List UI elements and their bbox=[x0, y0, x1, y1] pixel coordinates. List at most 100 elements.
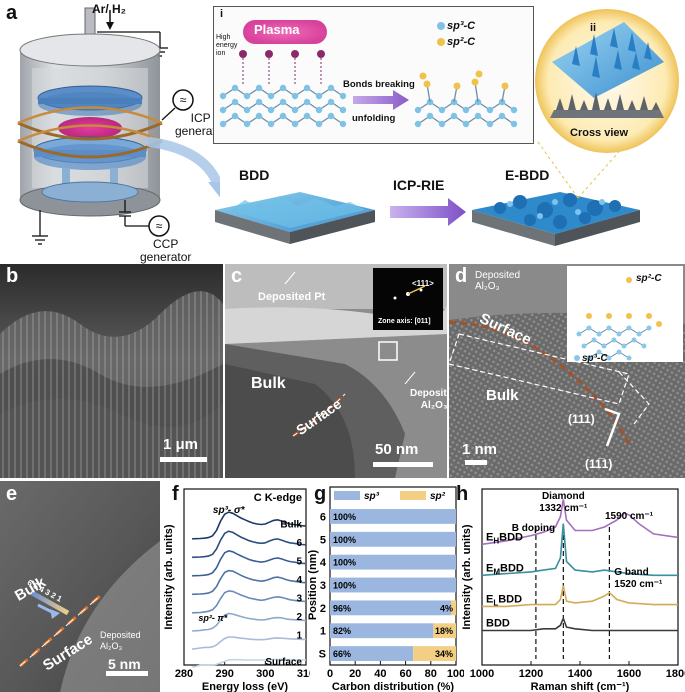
bonds-breaking-label: Bonds breaking bbox=[343, 79, 415, 90]
series-line bbox=[482, 585, 678, 608]
bar-sp3 bbox=[330, 646, 414, 661]
x-tick-label: 1000 bbox=[470, 668, 494, 680]
y-tick-label: S bbox=[319, 649, 326, 661]
bar-sp3 bbox=[330, 509, 456, 524]
series-line bbox=[191, 658, 306, 668]
svg-text:≈: ≈ bbox=[180, 93, 187, 107]
bar-label-sp2: 34% bbox=[435, 649, 453, 659]
icp-reactor-diagram: ≈ ≈ bbox=[17, 7, 220, 245]
series-line bbox=[191, 636, 306, 650]
bar-label-sp3: 66% bbox=[333, 649, 351, 659]
scale-bar-d: 1 nm bbox=[462, 441, 498, 458]
x-axis-title: Carbon distribution (%) bbox=[332, 681, 455, 692]
series-label: EHBDD bbox=[486, 531, 523, 545]
cross-view-label: Cross view bbox=[570, 127, 629, 139]
bar-label-sp3: 100% bbox=[333, 581, 356, 591]
x-axis-title: Raman shift (cm⁻¹) bbox=[531, 681, 630, 692]
annotation: Diamond bbox=[542, 491, 585, 502]
x-tick-label: 100 bbox=[447, 668, 464, 680]
panel-label-a: a bbox=[6, 2, 18, 24]
x-tick-label: 300 bbox=[256, 668, 274, 680]
series-line bbox=[192, 569, 307, 596]
annotation: 1590 cm⁻¹ bbox=[605, 511, 654, 522]
legend-sp2-c: sp²-C bbox=[447, 36, 476, 48]
y-axis-title: Position (nm) bbox=[307, 550, 319, 621]
deposited-al2o3-label-d: Deposited Al₂O₃ bbox=[475, 270, 521, 292]
icp-rie-label: ICP-RIE bbox=[393, 177, 445, 193]
scale-bar-b: 1 μm bbox=[163, 436, 199, 453]
series-line bbox=[192, 612, 307, 632]
plot-frame bbox=[329, 486, 457, 666]
legend-sp2-d: sp²-C bbox=[636, 273, 662, 284]
series-label: BDD bbox=[486, 618, 510, 630]
deposited-pt-label: Deposited Pt bbox=[258, 291, 326, 303]
bar-label-sp2: 4% bbox=[440, 603, 453, 613]
plot-frame bbox=[183, 488, 307, 666]
scale-bar-c: 50 nm bbox=[375, 441, 419, 458]
x-tick-label: 1600 bbox=[617, 668, 641, 680]
annotation: B doping bbox=[512, 523, 555, 534]
plasma-label: Plasma bbox=[254, 22, 300, 37]
series-label: EMBDD bbox=[486, 562, 524, 576]
bdd-to-ebdd-diagram bbox=[215, 140, 640, 246]
annotation: G band bbox=[614, 567, 648, 578]
panel-label-h: h bbox=[456, 483, 469, 505]
panel-label-c: c bbox=[231, 265, 243, 287]
bulk-label-d: Bulk bbox=[486, 387, 519, 404]
bar-label-sp3: 82% bbox=[333, 626, 351, 636]
x-tick-label: 310 bbox=[297, 668, 310, 680]
inset-i-diagram bbox=[219, 20, 518, 128]
gas-label: Ar/ H₂ bbox=[92, 2, 127, 16]
bar-label-sp3: 96% bbox=[333, 603, 351, 613]
series-line bbox=[482, 616, 678, 632]
series-line bbox=[192, 530, 307, 559]
bar-sp3 bbox=[330, 554, 456, 570]
x-tick-label: 290 bbox=[215, 668, 233, 680]
panel-label-e: e bbox=[6, 483, 18, 505]
bdd-label: BDD bbox=[239, 167, 270, 183]
panel-label-g: g bbox=[314, 483, 327, 505]
bar-label-sp3: 100% bbox=[333, 512, 356, 522]
zone-axis-label: Zone axis: [011] bbox=[378, 318, 431, 325]
y-tick-label: 1 bbox=[320, 626, 326, 638]
tem-image-c bbox=[225, 264, 447, 478]
x-tick-label: 20 bbox=[349, 668, 361, 680]
ccp-generator-label: CCP generator bbox=[140, 237, 192, 264]
bar-sp3 bbox=[330, 600, 451, 616]
inset-i-label: i bbox=[220, 8, 224, 20]
plane-label-top: (111) bbox=[568, 412, 595, 426]
legend-label-sp3: sp³ bbox=[364, 491, 380, 502]
legend-swatch-sp2 bbox=[400, 491, 426, 500]
x-tick-label: 1200 bbox=[519, 668, 543, 680]
inset-ii-label: ii bbox=[590, 22, 597, 34]
series-label: 5 bbox=[296, 556, 302, 567]
annotation: sp²- π* bbox=[198, 613, 227, 623]
y-tick-label: 4 bbox=[320, 557, 327, 569]
x-tick-label: 0 bbox=[327, 668, 333, 680]
deposited-al2o3-label-c: Deposited Al₂O₃ bbox=[410, 388, 459, 411]
y-tick-label: 2 bbox=[320, 603, 326, 615]
x-tick-label: 280 bbox=[175, 668, 193, 680]
series-line bbox=[192, 550, 307, 577]
legend-sp3-d: sp³-C bbox=[582, 353, 608, 364]
annotation: sp³- σ* bbox=[213, 505, 246, 516]
unfolding-label: unfolding bbox=[352, 113, 396, 124]
series-line bbox=[192, 511, 307, 540]
series-label: Bulk bbox=[280, 519, 302, 530]
legend-sp3-c: sp³-C bbox=[447, 20, 476, 32]
deposited-al2o3-label-e: Deposited Al₂O₃ bbox=[100, 630, 141, 651]
bar-label-sp2: 18% bbox=[435, 626, 453, 636]
bar-sp2 bbox=[433, 623, 456, 639]
hrtem-image-d bbox=[449, 264, 685, 478]
inset-ii-diagram bbox=[535, 9, 679, 153]
sem-image-b bbox=[0, 264, 223, 478]
x-axis-title: Energy loss (eV) bbox=[202, 681, 289, 692]
eels-chart-f: 280290300310Energy loss (eV)Intensity (a… bbox=[163, 488, 310, 692]
legend-swatch-sp3 bbox=[334, 491, 360, 500]
y-axis-title: Intensity (arb. units) bbox=[461, 524, 473, 629]
bar-label-sp3: 100% bbox=[333, 558, 356, 568]
series-label: ELBDD bbox=[486, 593, 522, 607]
tem-image-e bbox=[0, 481, 160, 692]
